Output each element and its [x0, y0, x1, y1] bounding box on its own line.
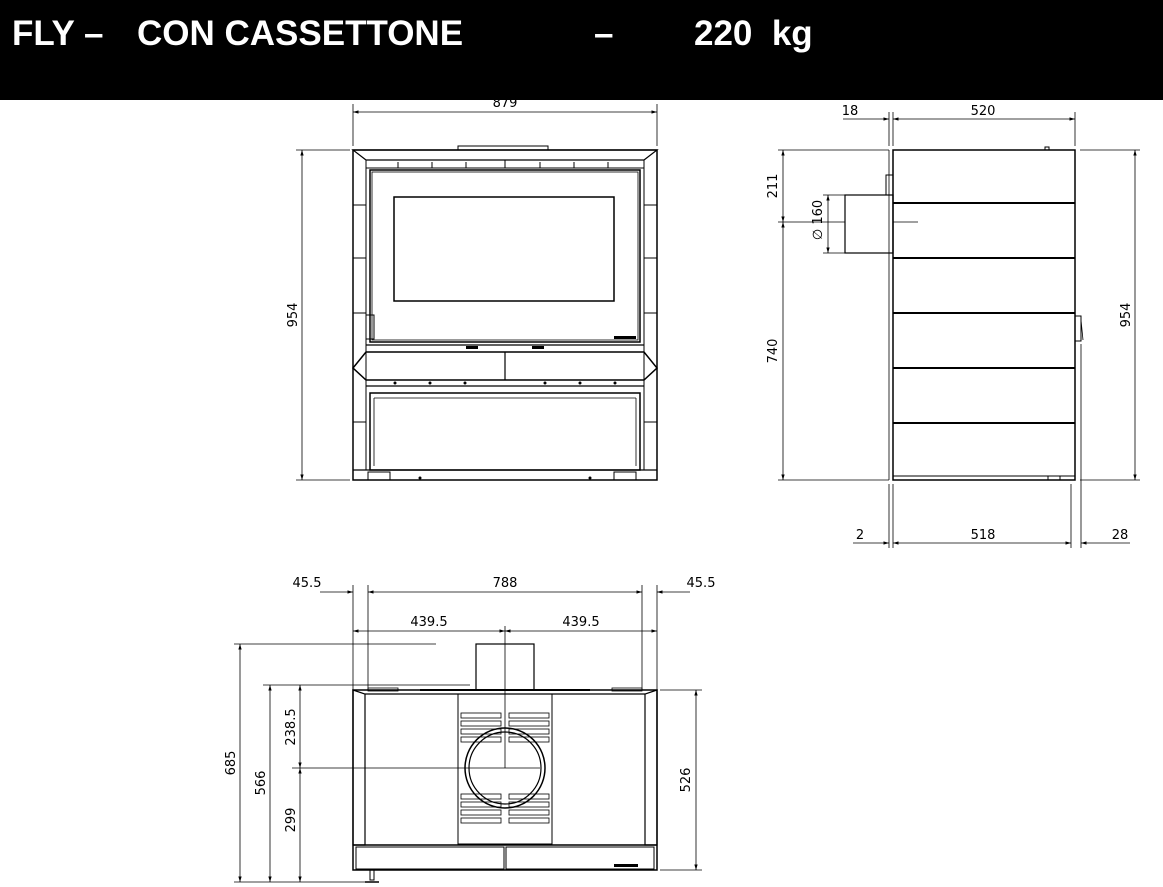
top-dimensions [234, 585, 702, 883]
side-top-offset-label: 18 [842, 104, 859, 119]
top-right-margin-label: 45.5 [687, 576, 716, 591]
front-dimensions [296, 104, 658, 481]
model-variant: CON CASSETTONE [137, 14, 464, 53]
side-lower-height-label: 740 [766, 339, 781, 364]
top-inner-width-label: 788 [493, 576, 518, 591]
top-half-right-label: 439.5 [562, 615, 599, 630]
top-half-left-label: 439.5 [410, 615, 447, 630]
top-flue-to-front-label: 299 [284, 808, 299, 833]
front-height-label: 954 [286, 303, 301, 328]
top-total-depth-label: 685 [224, 751, 239, 776]
front-view [351, 145, 659, 481]
model-name: FLY – [12, 14, 104, 53]
side-bottom-right-label: 28 [1112, 528, 1129, 543]
weight-label: 220 kg [694, 14, 813, 53]
front-width-label: 879 [493, 96, 518, 111]
top-side-depth-label: 526 [679, 768, 694, 793]
top-body-depth-label: 566 [254, 771, 269, 796]
side-total-height-label: 954 [1119, 303, 1134, 328]
top-rear-to-flue-label: 238.5 [284, 708, 299, 745]
side-flue-diameter-label: ∅ 160 [811, 200, 826, 240]
side-bottom-left-label: 2 [856, 528, 864, 543]
side-dimensions [778, 112, 1140, 548]
title-bar: FLY – CON CASSETTONE – 220 kg [0, 0, 1163, 100]
side-bottom-width-label: 518 [971, 528, 996, 543]
side-top-width-label: 520 [971, 104, 996, 119]
top-left-margin-label: 45.5 [293, 576, 322, 591]
title-separator: – [594, 14, 614, 53]
side-view [844, 146, 1084, 481]
side-flue-height-label: 211 [766, 174, 781, 199]
